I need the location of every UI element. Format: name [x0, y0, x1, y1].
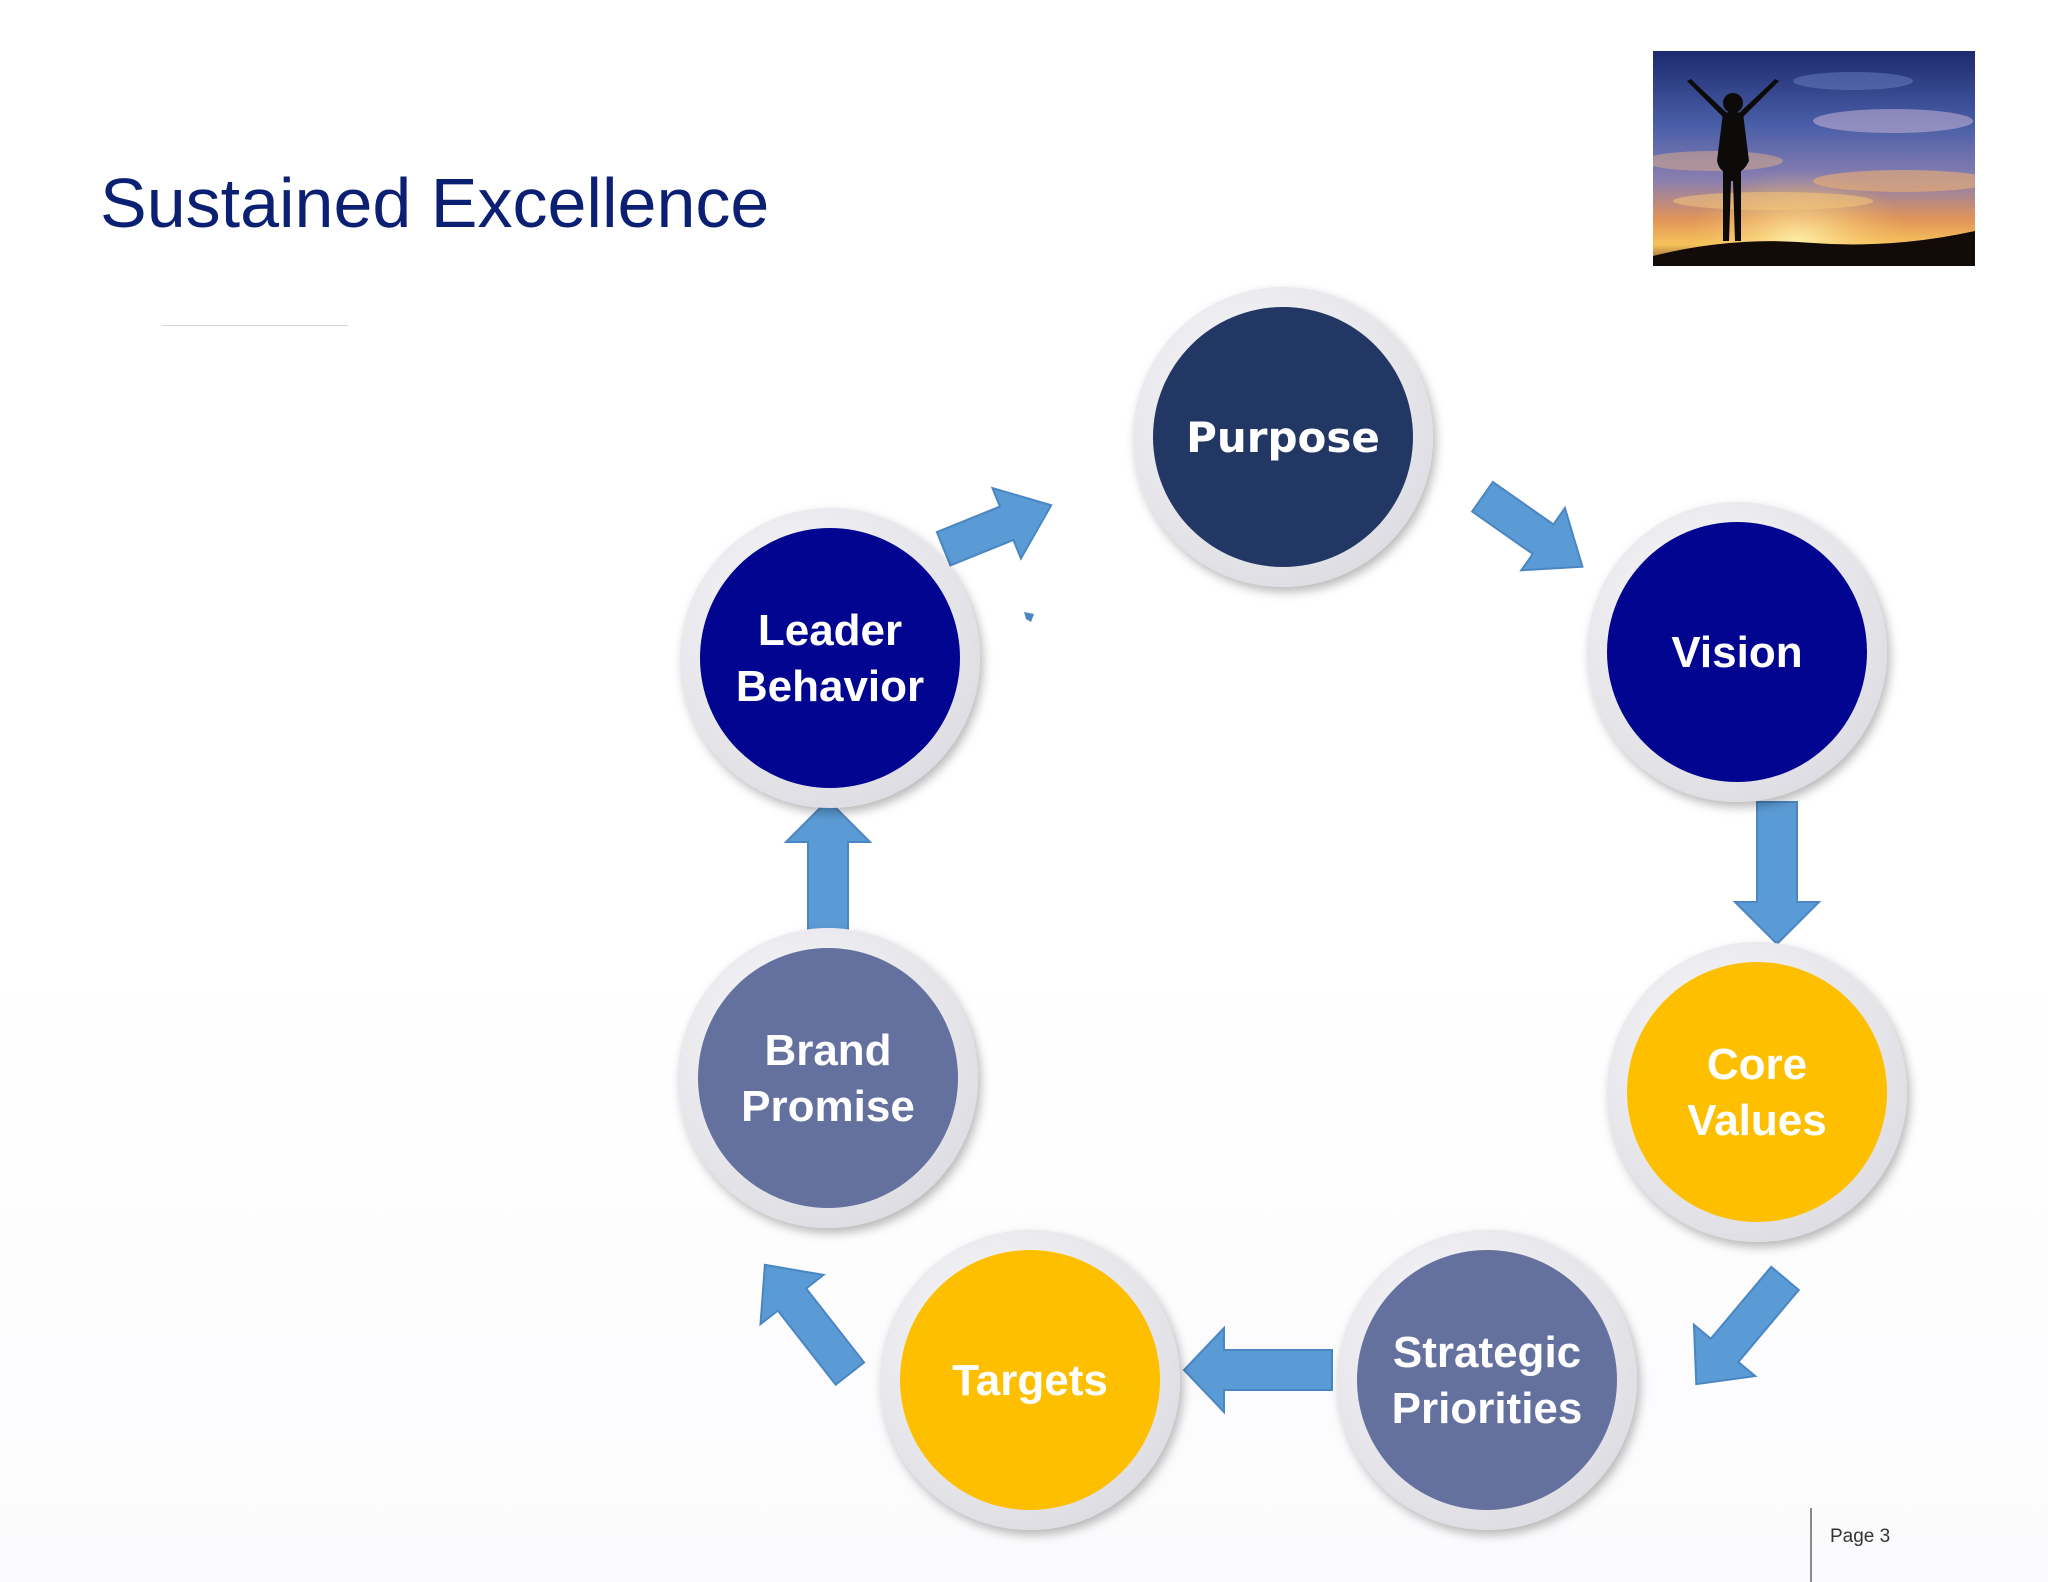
node-purpose: Purpose [1133, 287, 1433, 587]
stray-mark [1024, 612, 1034, 622]
node-label: Targets [952, 1356, 1108, 1405]
node-label: Purpose [1186, 413, 1380, 462]
arrow-purpose-to-vision [1470, 480, 1584, 572]
node-circle [700, 528, 960, 788]
node-circle [900, 1250, 1160, 1510]
slide-title: Sustained Excellence [100, 164, 770, 242]
arrow-brand-to-leader [783, 798, 873, 945]
arrow-core-values-to-strategic [1692, 1265, 1801, 1386]
node-label: Vision [1671, 628, 1802, 677]
page-number: Page 3 [1830, 1526, 1891, 1547]
cycle-arrows [759, 480, 1822, 1415]
cycle-nodes: PurposeVisionCoreValuesStrategicPrioriti… [678, 287, 1907, 1530]
node-label: Core [1707, 1040, 1807, 1089]
node-circle [1627, 962, 1887, 1222]
node-targets: Targets [880, 1230, 1180, 1530]
node-circle [1153, 307, 1413, 567]
arrow-strategic-to-targets [1182, 1325, 1333, 1415]
arrow-targets-to-brand [759, 1263, 866, 1387]
node-label: Leader [758, 606, 902, 655]
node-circle [698, 948, 958, 1208]
node-circle [1607, 522, 1867, 782]
node-vision: Vision [1587, 502, 1887, 802]
node-label: Values [1687, 1096, 1826, 1145]
arrow-leader-to-purpose [935, 486, 1053, 567]
node-label: Priorities [1392, 1384, 1583, 1433]
node-label: Brand [764, 1026, 891, 1075]
person-arms-raised-sunset-image [1653, 51, 1975, 266]
title-underline [162, 325, 348, 326]
node-label: Behavior [736, 662, 924, 711]
page-number-divider [1810, 1508, 1812, 1582]
arrow-vision-to-core-values [1732, 801, 1822, 946]
node-label: Promise [741, 1082, 915, 1131]
node-circle [1357, 1250, 1617, 1510]
node-label: Strategic [1393, 1328, 1581, 1377]
